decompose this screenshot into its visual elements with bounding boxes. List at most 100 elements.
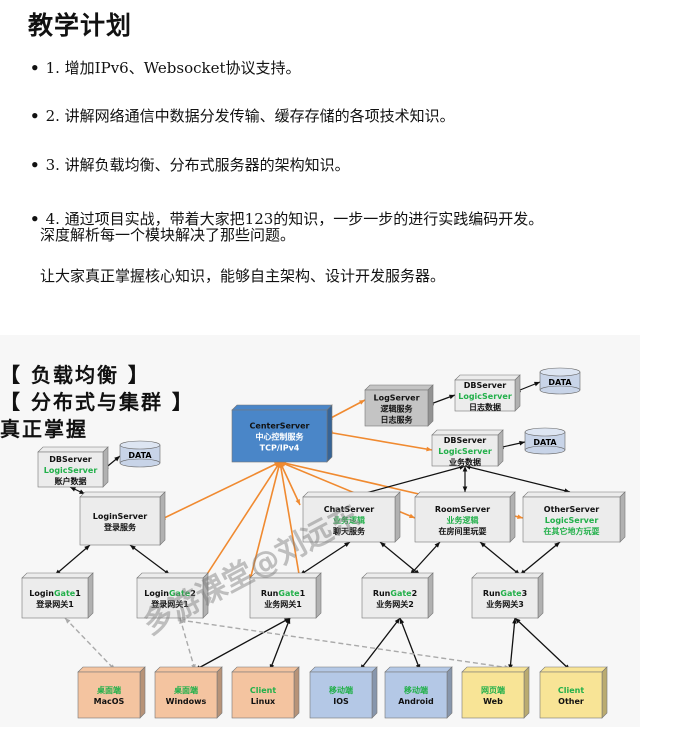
data-label: DATA (533, 438, 557, 447)
arrowhead (554, 542, 560, 548)
arrowhead (359, 400, 365, 405)
box-label: 账户数据 (54, 476, 87, 486)
connector-arrow (159, 461, 281, 521)
arrowhead (275, 462, 280, 468)
box-side (326, 404, 333, 463)
box-label: 业务网关3 (486, 599, 524, 609)
arrowhead (519, 440, 525, 446)
box-top (522, 491, 626, 498)
arrowhead (399, 618, 405, 624)
box-label: LoginServer (93, 512, 148, 521)
label-part: Gate (54, 589, 76, 598)
label-part: Run (373, 589, 391, 598)
bullet-2: •2. 讲解网络通信中数据分发传输、缓存存储的各项技术知识。 (30, 107, 455, 125)
diagram-canvas: CenterServer中心控制服务TCP/IPv4LogServer逻辑服务日… (21, 367, 626, 719)
box-top (461, 666, 530, 673)
box-label: 登录网关1 (150, 599, 189, 609)
headline-load-balance: 【 负载均衡 】 (0, 363, 150, 387)
bullet-text: 1. 增加IPv6、Websocket协议支持。 (45, 59, 301, 77)
box-label: CenterServer (250, 422, 310, 431)
box-label: 移动端 (329, 685, 353, 695)
label-part: 2 (412, 589, 418, 598)
box-face (522, 496, 621, 543)
arrowhead (180, 618, 186, 624)
box-side (427, 384, 434, 427)
box-top (361, 572, 434, 579)
arrowhead (79, 489, 85, 494)
connector-arrow (519, 541, 561, 576)
box-face (231, 409, 328, 463)
arrowhead (459, 465, 465, 470)
box-face (37, 451, 104, 488)
bullet-4: •4. 通过项目实战，带着大家把123的知识，一步一步的进行实践编码开发。 (30, 210, 544, 228)
box-face (231, 671, 295, 719)
box-label: Web (483, 697, 503, 706)
box-face (136, 577, 204, 619)
arrowhead (84, 545, 90, 551)
box-label: Other (558, 697, 584, 706)
box-face (249, 577, 317, 619)
box-face (384, 671, 448, 719)
box-top (77, 666, 146, 673)
connector-arrow (179, 617, 196, 671)
label-part: Run (261, 589, 279, 598)
label-part: 1 (300, 589, 306, 598)
box-top (21, 572, 94, 579)
box-top (302, 491, 401, 498)
box-label: 业务逻辑 (333, 515, 365, 525)
box-top (431, 429, 504, 436)
arrowhead (284, 618, 290, 623)
box-side (102, 446, 109, 488)
label-part: Run (483, 589, 501, 598)
box-top (136, 572, 209, 579)
box-label: LoginGate1 (29, 589, 81, 598)
box-label: 逻辑服务 (380, 404, 414, 414)
connector-arrow (479, 541, 521, 576)
box-side (315, 572, 322, 619)
label-part: 2 (190, 589, 196, 598)
box-top (454, 374, 521, 381)
box-top (231, 666, 300, 673)
box-side (427, 572, 434, 619)
connector-arrow (194, 617, 291, 671)
box-label: RunGate3 (483, 589, 527, 598)
box-label: ChatServer (324, 505, 375, 514)
box-label: DBServer (464, 381, 507, 390)
box-top (154, 666, 223, 673)
bullet-1: •1. 增加IPv6、Websocket协议支持。 (30, 59, 301, 77)
box-label: Linux (251, 697, 276, 706)
box-label: 中心控制服务 (256, 432, 305, 442)
arrowhead (70, 487, 76, 492)
connector-arrow (279, 461, 301, 581)
box-label: LogServer (373, 394, 419, 403)
box-side (446, 666, 453, 719)
connector-arrow (199, 461, 281, 586)
box-face (414, 496, 511, 543)
box-face (302, 496, 396, 543)
box-face (21, 577, 89, 619)
box-side (216, 666, 223, 719)
connector-arrow (409, 541, 441, 576)
box-label: MacOS (94, 697, 125, 706)
box-label: LoginGate2 (144, 589, 196, 598)
bullet-text: 3. 讲解负载均衡、分布式服务器的架构知识。 (45, 156, 350, 174)
box-label: LogicServer (545, 516, 599, 525)
connector-arrow (64, 617, 116, 671)
box-top (471, 572, 544, 579)
box-side (523, 666, 530, 719)
box-label: DBServer (444, 436, 487, 445)
connector-arrow (326, 431, 433, 451)
bullet-text: 4. 通过项目实战，带着大家把123的知识，一步一步的进行实践编码开发。 (45, 210, 544, 228)
arrowhead (515, 618, 521, 624)
